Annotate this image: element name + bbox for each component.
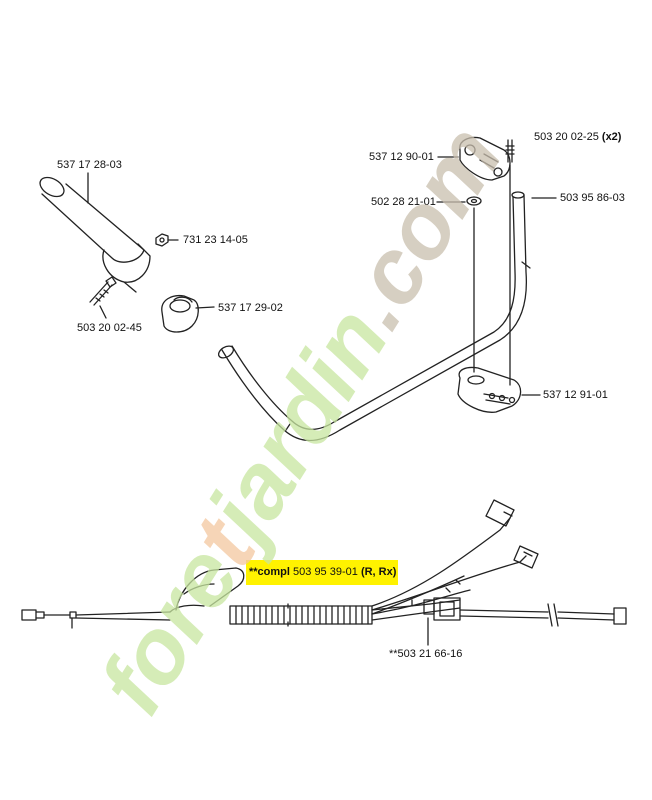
label-throttle-prefix: **compl <box>249 566 290 578</box>
screw-left-part <box>89 276 117 306</box>
tube-end <box>217 345 235 359</box>
label-bottom-bracket: 537 12 91-01 <box>543 389 608 401</box>
grip-handle <box>39 176 151 293</box>
label-top-bracket: 537 12 90-01 <box>369 151 434 163</box>
top-bracket-part <box>459 136 511 181</box>
label-top-screw: 503 20 02-25 (x2) <box>534 131 621 144</box>
label-cable-clip: **503 21 66-16 <box>389 648 463 660</box>
label-handle-bar: 503 95 86-03 <box>560 192 625 204</box>
bottom-bracket-part <box>457 366 522 413</box>
handle-bar-tube <box>221 191 531 442</box>
label-washer: 502 28 21-01 <box>371 196 436 208</box>
label-grip: 537 17 28-03 <box>57 159 122 171</box>
highlight-box <box>246 560 398 585</box>
label-top-screw-number: 503 20 02-25 <box>534 131 599 143</box>
label-throttle-part-no: 503 95 39-01 <box>293 566 358 578</box>
label-top-screw-qty: (x2) <box>601 131 622 143</box>
top-screw-part <box>505 139 515 163</box>
label-throttle-suffix: (R, Rx) <box>360 566 397 578</box>
label-screw-left: 503 20 02-45 <box>77 322 142 334</box>
washer-part <box>466 196 482 206</box>
label-nut: 731 23 14-05 <box>183 234 248 246</box>
label-clamp: 537 17 29-02 <box>218 302 283 314</box>
clamp-part <box>161 294 199 333</box>
throttle-cable-assembly <box>21 499 627 629</box>
nut-part <box>155 233 169 247</box>
label-throttle-cable: **compl 503 95 39-01 (R, Rx) <box>249 566 396 578</box>
